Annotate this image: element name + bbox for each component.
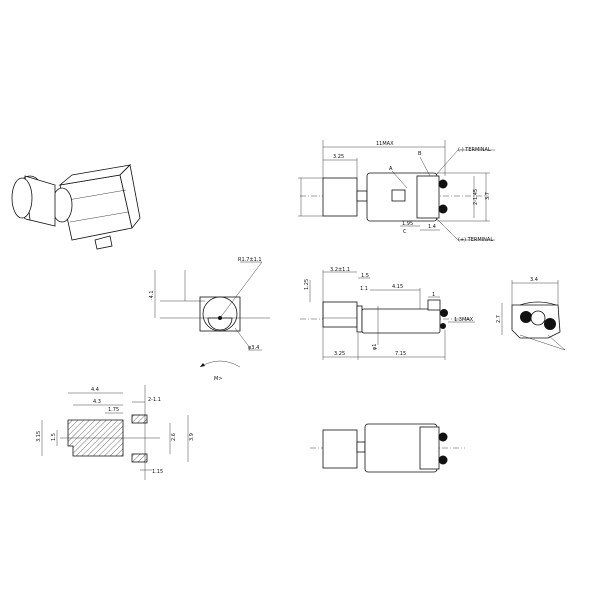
neg-terminal-label: (-) TERMINAL bbox=[458, 147, 491, 153]
bottom-view bbox=[310, 423, 465, 473]
dim-w2: 4.3 bbox=[93, 399, 101, 405]
dim-h1: 3.15 bbox=[36, 431, 42, 442]
dim-radius: R1.7±1.1 bbox=[238, 257, 262, 263]
dim-diameter-side: φ1 bbox=[372, 344, 378, 350]
dim-w1: 4.4 bbox=[91, 387, 99, 393]
section-view: 4.4 4.3 1.75 2-1.1 3.15 1.5 2.6 3.9 1.15 bbox=[36, 385, 195, 480]
label-b: B bbox=[418, 151, 422, 157]
dim-gap2: 1.1 bbox=[360, 286, 368, 292]
dim-height: 3.7 bbox=[485, 192, 491, 200]
dim-end-width: 3.4 bbox=[530, 277, 538, 283]
dim-h4: 3.9 bbox=[189, 433, 195, 441]
end-view: 3.4 2.7 bbox=[496, 277, 566, 351]
rotation-label: M> bbox=[214, 376, 223, 382]
side-view: 3.2±1.1 1.25 1.5 1.1 4.15 1 1.3MAX φ1 3.… bbox=[300, 267, 475, 360]
dim-offset: 1.25 bbox=[304, 279, 310, 290]
dim-body-top: 4.15 bbox=[392, 284, 403, 290]
isometric-motor-view bbox=[11, 164, 141, 250]
dim-end-height: 2.7 bbox=[496, 315, 502, 323]
dim-diameter: φ3.4 bbox=[248, 345, 259, 351]
top-view: 11MAX 3.25 A B (-) TERMINAL (+) TERMINAL… bbox=[298, 140, 495, 243]
dim-c: 1.95 bbox=[402, 221, 413, 227]
label-a: A bbox=[389, 166, 393, 172]
dim-terminal-max: 1.3MAX bbox=[454, 317, 474, 323]
dim-weight-side: 3.2±1.1 bbox=[330, 267, 350, 273]
dim-terminal-side: 1 bbox=[432, 292, 435, 298]
dim-slot: 2-1.1 bbox=[148, 397, 161, 403]
dim-terminal-width: 1.4 bbox=[428, 224, 436, 230]
dim-w3: 1.75 bbox=[108, 407, 119, 413]
front-view: ·4.1 R1.7±1.1 φ3.4 M> bbox=[149, 257, 270, 382]
dim-terminal: 2-1.45 bbox=[473, 189, 479, 205]
dim-h3: 2.6 bbox=[171, 433, 177, 441]
front-dim-1: ·4.1 bbox=[149, 290, 155, 300]
dim-11max: 11MAX bbox=[376, 141, 394, 147]
dim-body-length: 7.15 bbox=[395, 351, 406, 357]
dim-gap: 1.5 bbox=[361, 273, 369, 279]
pos-terminal-label: (+) TERMINAL bbox=[458, 237, 493, 243]
dim-weight: 3.25 bbox=[333, 154, 344, 160]
dim-h2: 1.5 bbox=[51, 433, 57, 441]
dim-t: 1.15 bbox=[152, 469, 163, 475]
dim-weight-length: 3.25 bbox=[334, 351, 345, 357]
label-c: C bbox=[403, 229, 407, 235]
